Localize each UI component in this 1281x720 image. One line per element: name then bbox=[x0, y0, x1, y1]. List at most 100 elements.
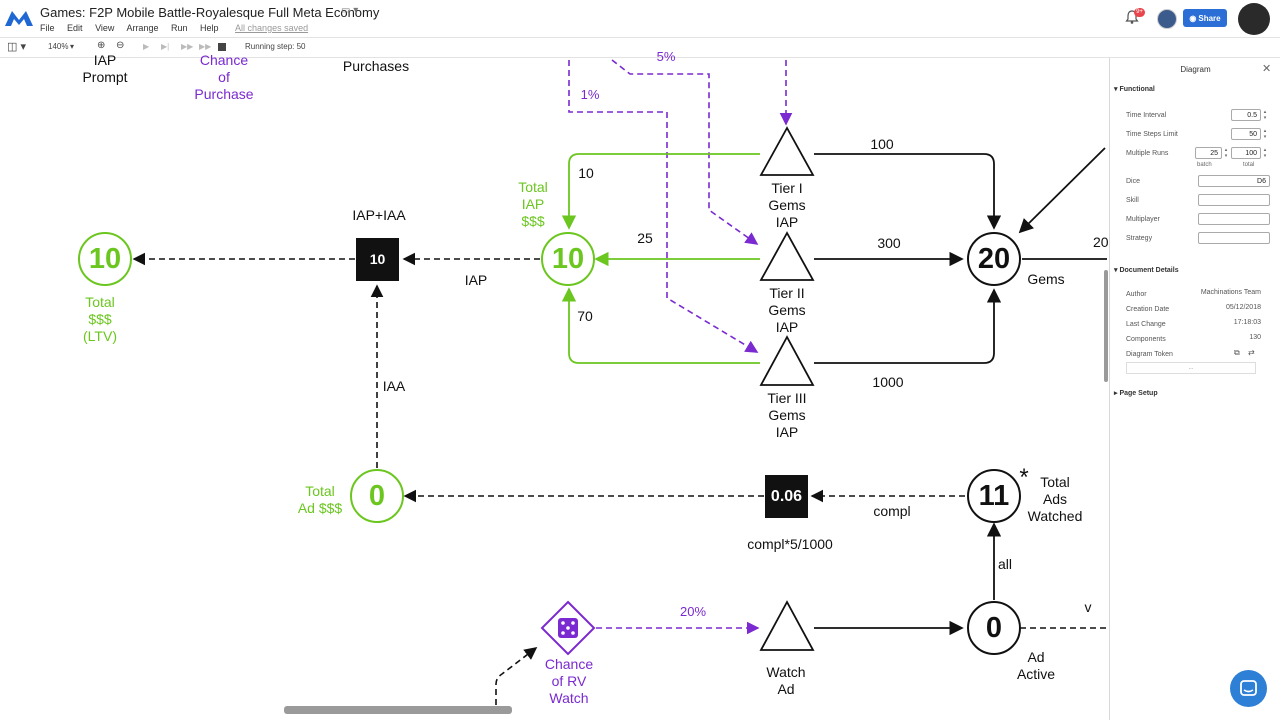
refresh-icon[interactable]: ⇄ bbox=[1248, 348, 1255, 357]
watch-ad-source[interactable] bbox=[759, 600, 815, 651]
ad-revenue-register[interactable] bbox=[765, 475, 808, 518]
menu-edit[interactable]: Edit bbox=[67, 23, 83, 33]
iap-iaa-register[interactable] bbox=[356, 238, 399, 281]
ltv-pool[interactable] bbox=[78, 232, 132, 286]
iap-iaa-label: IAP+IAA bbox=[352, 207, 406, 223]
notification-badge: 9+ bbox=[1134, 8, 1145, 17]
properties-panel: Diagram ✕ ▾ Functional Time Interval 0.5… bbox=[1109, 58, 1281, 720]
zoom-level[interactable]: 140% bbox=[48, 42, 69, 51]
batch-input[interactable]: 25 bbox=[1195, 147, 1222, 159]
time-interval-stepper-icon[interactable]: ▴▾ bbox=[1263, 109, 1267, 121]
pct-1-label: 1% bbox=[580, 87, 600, 102]
time-interval-input[interactable]: 0.5 bbox=[1231, 109, 1261, 121]
components-value: 130 bbox=[1249, 334, 1261, 341]
chat-support-button[interactable] bbox=[1230, 670, 1267, 707]
menu-view[interactable]: View bbox=[95, 23, 115, 33]
zoom-in-icon[interactable]: ⊕ bbox=[97, 40, 106, 51]
menu-arrange[interactable]: Arrange bbox=[126, 23, 159, 33]
total-ltv-label: Total $$$ (LTV) bbox=[83, 294, 117, 344]
profile-avatar[interactable] bbox=[1238, 3, 1270, 35]
document-title[interactable]: Games: F2P Mobile Battle-Royalesque Full… bbox=[40, 5, 380, 20]
zoom-dropdown-icon[interactable]: ▾ bbox=[70, 42, 75, 51]
zoom-out-icon[interactable]: ⊖ bbox=[116, 40, 125, 51]
tier1-label: Tier I Gems IAP bbox=[768, 180, 806, 230]
total-runs-input[interactable]: 100 bbox=[1231, 147, 1261, 159]
author-label: Author bbox=[1126, 291, 1147, 298]
edge-incoming-gems[interactable] bbox=[1018, 147, 1106, 234]
close-icon[interactable]: ✕ bbox=[1262, 63, 1272, 75]
edge-tier1-total-iap[interactable] bbox=[561, 153, 760, 230]
ltv-value: 10 bbox=[88, 243, 122, 275]
ad-active-pool[interactable] bbox=[967, 601, 1021, 655]
total-ad-pool[interactable] bbox=[350, 469, 404, 523]
share-button[interactable]: ◉Share bbox=[1183, 9, 1227, 27]
menu-file[interactable]: File bbox=[40, 23, 55, 33]
creation-date-value: 05/12/2018 bbox=[1225, 304, 1261, 311]
diagram-token-field[interactable]: ... bbox=[1126, 362, 1256, 374]
title-options-icon[interactable]: ▭ ▾ bbox=[341, 5, 359, 16]
fast-forward-icon[interactable]: ▶▶ bbox=[181, 42, 194, 51]
time-interval-label: Time Interval bbox=[1126, 112, 1167, 119]
page-setup-section-header[interactable]: ▸ Page Setup bbox=[1114, 390, 1158, 397]
edge-100-label: 100 bbox=[870, 136, 894, 152]
horizontal-scrollbar[interactable] bbox=[284, 706, 512, 714]
multi-run-icon[interactable]: ▶▶ bbox=[199, 42, 212, 51]
dice-input[interactable]: D6 bbox=[1198, 175, 1270, 187]
edge-1000-label: 1000 bbox=[872, 374, 904, 390]
tier2-source[interactable] bbox=[759, 231, 815, 281]
multiplayer-input[interactable] bbox=[1198, 213, 1270, 225]
ad-revenue-value: 0.06 bbox=[770, 488, 803, 505]
purchases-label: Purchases bbox=[342, 58, 410, 74]
user-avatar[interactable] bbox=[1157, 9, 1177, 29]
functional-section-header[interactable]: ▾ Functional bbox=[1114, 86, 1155, 93]
multiplayer-label: Multiplayer bbox=[1126, 216, 1160, 223]
dice-label: Dice bbox=[1126, 178, 1141, 185]
ads-watched-value: 11 bbox=[978, 480, 1010, 512]
time-steps-stepper-icon[interactable]: ▴▾ bbox=[1263, 128, 1267, 140]
chance-rv-label: Chance of RV Watch bbox=[544, 656, 594, 706]
total-runs-stepper-icon[interactable]: ▴▾ bbox=[1263, 147, 1267, 159]
play-icon[interactable]: ▶ bbox=[143, 42, 150, 51]
machinations-logo-icon[interactable] bbox=[4, 8, 34, 28]
gems-pool[interactable] bbox=[967, 232, 1021, 286]
ads-watched-pool[interactable] bbox=[967, 469, 1021, 523]
iap-label: IAP bbox=[464, 272, 488, 288]
edge-70-label: 70 bbox=[577, 308, 593, 324]
stop-icon[interactable] bbox=[218, 43, 226, 51]
total-iap-pool[interactable] bbox=[541, 232, 595, 286]
toolbar: ◫ ▾ 140% ▾ ⊕ ⊖ ▶ ▶| ▶▶ ▶▶ Running step: … bbox=[0, 38, 1280, 58]
edge-tier3-total-iap[interactable] bbox=[561, 287, 760, 364]
iap-prompt-label: IAP Prompt bbox=[82, 52, 128, 85]
edge-25-label: 25 bbox=[637, 230, 653, 246]
author-value: Machinations Team bbox=[1200, 289, 1261, 296]
step-icon[interactable]: ▶| bbox=[161, 42, 170, 51]
edge-chance-tier3[interactable] bbox=[568, 60, 759, 353]
skill-input[interactable] bbox=[1198, 194, 1270, 206]
edge-chance-tier2[interactable] bbox=[611, 59, 759, 245]
document-details-section-header[interactable]: ▾ Document Details bbox=[1114, 267, 1179, 274]
edge-300-label: 300 bbox=[877, 235, 901, 251]
watch-ad-label: Watch Ad bbox=[766, 664, 806, 697]
edge-into-chance-rv[interactable] bbox=[495, 647, 538, 705]
edge-tier3-gems[interactable] bbox=[814, 288, 1002, 364]
edge-tier1-gems[interactable] bbox=[814, 153, 1002, 230]
menu-bar: File Edit View Arrange Run Help All chan… bbox=[40, 23, 318, 33]
panels-toggle-icon[interactable]: ◫ ▾ bbox=[7, 41, 26, 53]
batch-stepper-icon[interactable]: ▴▾ bbox=[1224, 147, 1228, 159]
tier1-source[interactable] bbox=[759, 126, 815, 176]
share-label: Share bbox=[1198, 13, 1221, 23]
tier3-source[interactable] bbox=[759, 335, 815, 386]
edge-10-label: 10 bbox=[578, 165, 594, 181]
menu-help[interactable]: Help bbox=[200, 23, 219, 33]
ad-active-label: Ad Active bbox=[1016, 649, 1056, 682]
time-steps-label: Time Steps Limit bbox=[1126, 131, 1178, 138]
vertical-scrollbar[interactable] bbox=[1104, 270, 1108, 382]
time-steps-input[interactable]: 50 bbox=[1231, 128, 1261, 140]
pct-20-label: 20% bbox=[679, 604, 707, 619]
menu-run[interactable]: Run bbox=[170, 23, 188, 33]
diagram-canvas[interactable]: 10 10 10 20 0 0.06 11 0 IAP Prompt Chanc… bbox=[0, 49, 1109, 718]
total-ad-label: Total Ad $$$ bbox=[297, 483, 343, 516]
batch-caption: batch bbox=[1197, 162, 1212, 168]
copy-icon[interactable]: ⧉ bbox=[1234, 348, 1240, 357]
strategy-input[interactable] bbox=[1198, 232, 1270, 244]
